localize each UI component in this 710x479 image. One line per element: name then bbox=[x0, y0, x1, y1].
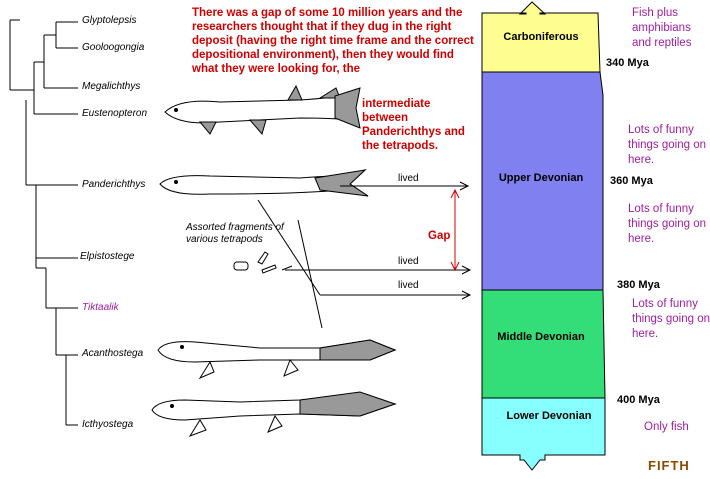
period-middle-devonian: Middle Devonian bbox=[497, 331, 585, 343]
period-lower-devonian: Lower Devonian bbox=[506, 410, 592, 422]
side-note-upper-1: Lots of funny things going on here. bbox=[628, 124, 707, 166]
side-note-carboniferous: Fish plus amphibians and reptiles bbox=[632, 7, 692, 49]
taxon-elpistostege: Elpistostege bbox=[80, 251, 135, 262]
mya-360: 360 Mya bbox=[610, 175, 653, 187]
fragments-label: Assorted fragments of various tetrapods bbox=[186, 222, 284, 245]
mya-400: 400 Mya bbox=[617, 394, 660, 406]
period-band-upper-devonian bbox=[481, 71, 604, 291]
taxon-tiktaalik: Tiktaalik bbox=[82, 302, 119, 313]
period-band-lower-devonian bbox=[481, 397, 606, 471]
footer-label: FIFTH bbox=[648, 458, 690, 473]
period-carboniferous: Carboniferous bbox=[503, 31, 579, 43]
taxon-icthyostega: Icthyostega bbox=[82, 419, 134, 430]
taxon-panderichthys: Panderichthys bbox=[82, 179, 146, 190]
panderichthys-drawing bbox=[159, 169, 369, 197]
fragments-drawing bbox=[233, 251, 293, 274]
taxon-gooloogongia: Gooloogongia bbox=[82, 42, 145, 53]
gap-label: Gap bbox=[428, 230, 451, 242]
mya-340: 340 Mya bbox=[606, 57, 649, 69]
gap-arrow bbox=[450, 188, 460, 272]
lived-label-panderichthys: lived bbox=[398, 173, 419, 184]
taxon-glyptolepsis: Glyptolepsis bbox=[82, 15, 137, 26]
taxon-acanthostega: Acanthostega bbox=[82, 348, 144, 359]
period-upper-devonian: Upper Devonian bbox=[498, 172, 584, 184]
side-note-lower: Only fish bbox=[644, 421, 689, 433]
cladogram bbox=[9, 19, 78, 426]
taxon-megalichthys: Megalichthys bbox=[82, 81, 141, 92]
taxon-eustenopteron: Eustenopteron bbox=[82, 108, 148, 119]
connector-lines bbox=[257, 199, 323, 329]
lived-label-elpistostege: lived bbox=[398, 256, 419, 267]
eusthenopteron-drawing bbox=[164, 84, 361, 136]
acanthostega-drawing bbox=[157, 339, 397, 380]
side-note-middle: Lots of funny things going on here. bbox=[632, 298, 710, 340]
period-band-middle-devonian bbox=[481, 289, 606, 399]
lived-label-tiktaalik: lived bbox=[398, 280, 419, 291]
ichthyostega-drawing bbox=[151, 391, 397, 437]
mya-380: 380 Mya bbox=[617, 279, 660, 291]
gap-explanation: There was a gap of some 10 million years… bbox=[192, 7, 474, 75]
time-column bbox=[481, 1, 606, 471]
lived-arrows bbox=[285, 181, 472, 300]
gap-explanation-cont: intermediate between Panderichthys and t… bbox=[362, 98, 465, 152]
side-note-upper-2: Lots of funny things going on here. bbox=[628, 203, 707, 245]
